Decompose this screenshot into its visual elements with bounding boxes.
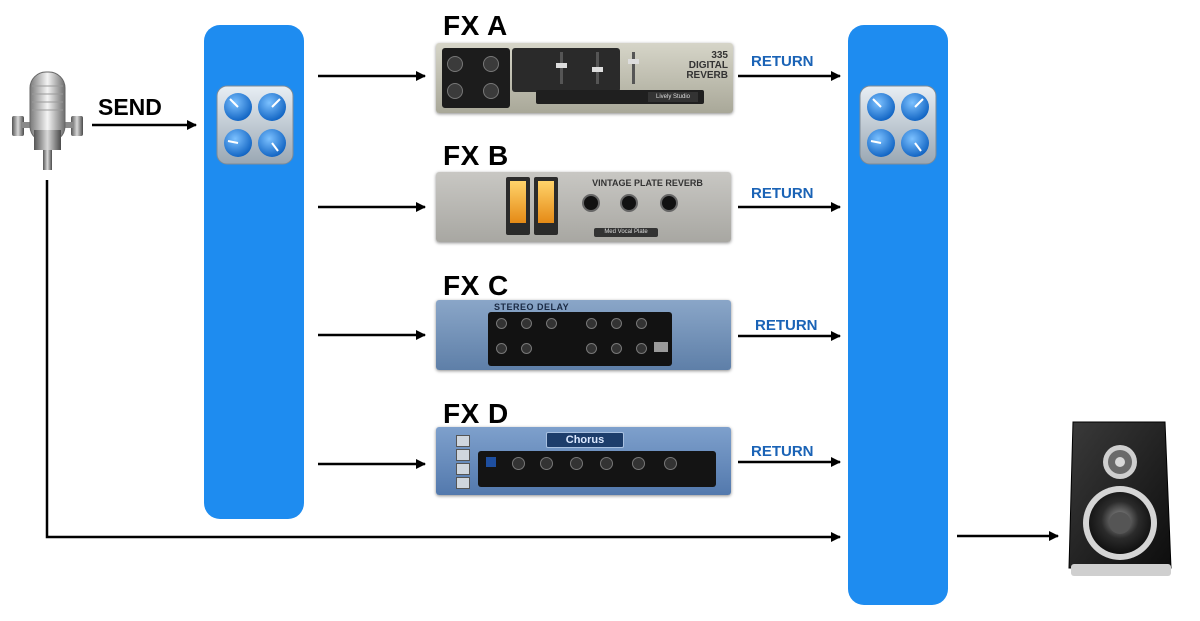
fx-a-plugin-335-digital-reverb[interactable]: 335 DIGITAL REVERB Lively Studio — [436, 43, 733, 113]
mixer-knobs-icon — [859, 85, 937, 165]
fx-b-plugin-name: VINTAGE PLATE REVERB — [592, 178, 703, 188]
fx-d-plugin-chorus[interactable]: Chorus — [436, 427, 731, 495]
fx-d-plugin-name: Chorus — [546, 432, 624, 448]
fx-c-plugin-stereo-delay[interactable]: STEREO DELAY — [436, 300, 731, 370]
fx-b-plugin-vintage-plate-reverb[interactable]: VINTAGE PLATE REVERB Med Vocal Plate — [436, 172, 731, 242]
mixer-knobs-icon — [216, 85, 294, 165]
return-label-b: RETURN — [751, 185, 814, 202]
fx-b-title: FX B — [443, 140, 509, 171]
fx-a-title: FX A — [443, 10, 508, 41]
fx-c-title: FX C — [443, 270, 509, 301]
send-label: SEND — [98, 94, 162, 120]
fx-a-plugin-name: 335 DIGITAL REVERB — [686, 50, 728, 81]
dry-signal-path — [45, 180, 841, 542]
return-label-d: RETURN — [751, 443, 814, 460]
fx-b-preset-menu[interactable]: Med Vocal Plate — [594, 228, 658, 237]
speaker-icon — [1065, 418, 1175, 580]
fx-a-preset-menu[interactable]: Lively Studio — [648, 92, 698, 102]
return-label-a: RETURN — [751, 53, 814, 70]
fx-c-plugin-name: STEREO DELAY — [494, 302, 570, 312]
return-label-c: RETURN — [755, 317, 818, 334]
microphone-icon — [10, 68, 85, 173]
fx-d-title: FX D — [443, 398, 509, 429]
